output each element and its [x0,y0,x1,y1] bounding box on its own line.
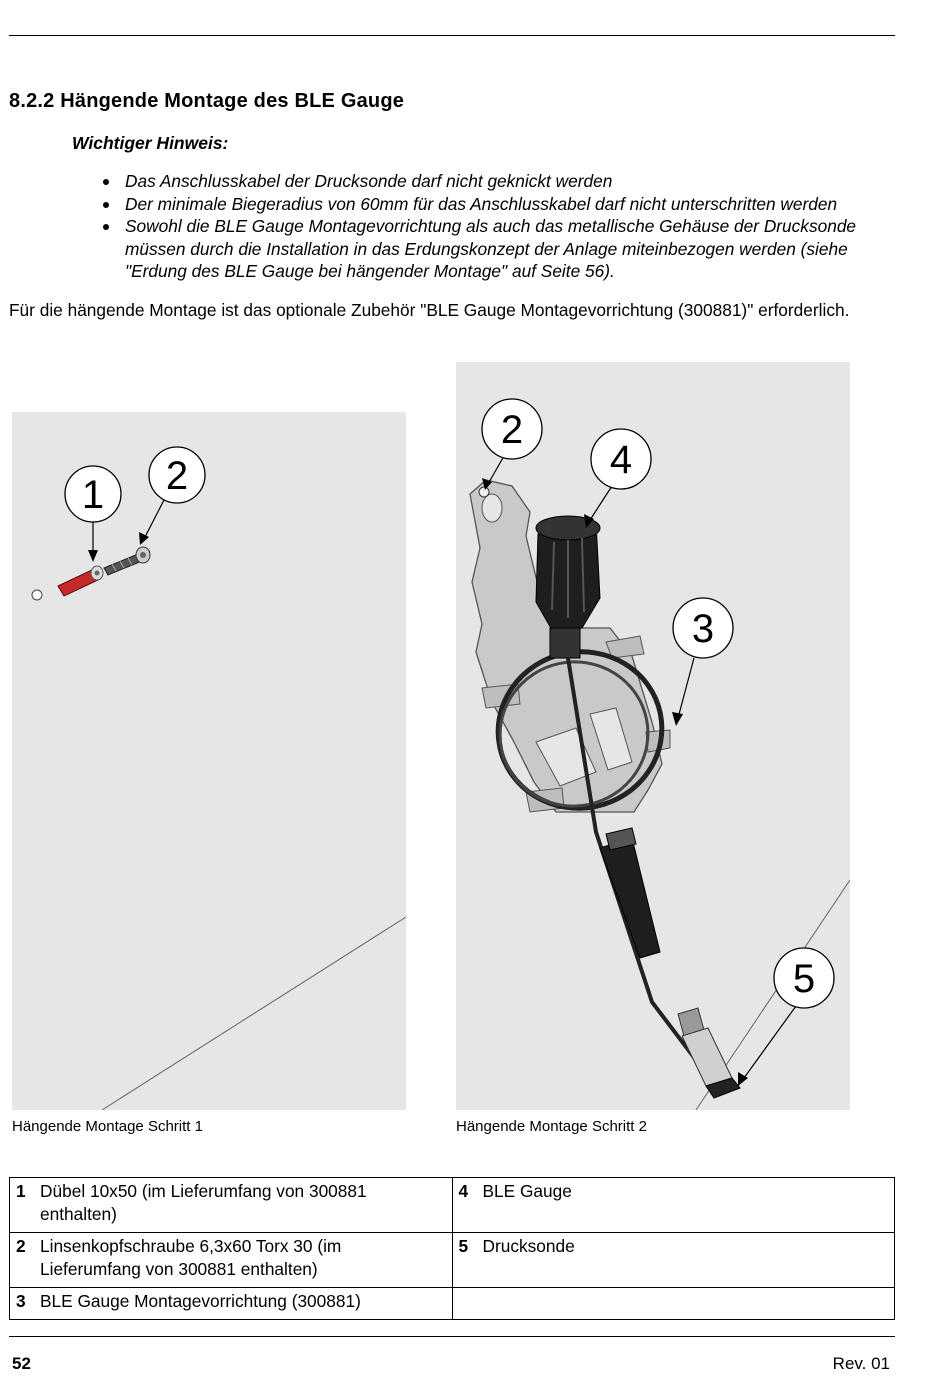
bullet-icon [103,179,109,185]
list-item: Sowohl die BLE Gauge Montagevorrichtung … [100,215,900,283]
probe-cable [566,657,704,1070]
list-item: Der minimale Biegeradius von 60mm für da… [100,193,900,216]
svg-text:3: 3 [692,607,714,651]
footer-rule [9,1336,895,1337]
figure-step-1: 1 2 [12,412,406,1110]
dowel-icon [57,565,104,597]
note-list: Das Anschlusskabel der Drucksonde darf n… [100,170,900,283]
callout-2: 2 [139,446,206,545]
cable-clamp-icon [599,827,661,959]
callout-4: 4 [584,428,652,528]
wall-surface [12,412,406,1110]
svg-text:4: 4 [610,438,632,482]
callout-3: 3 [672,597,734,726]
pressure-probe-icon [677,1007,741,1099]
legend-cell-empty [451,1287,895,1320]
figure-caption-2: Hängende Montage Schritt 2 [456,1118,647,1135]
intro-paragraph: Für die hängende Montage ist das optiona… [9,300,850,320]
callout-1: 1 [64,465,122,562]
figure-step-2: 2 4 3 5 [456,362,850,1110]
svg-text:5: 5 [793,957,815,1001]
svg-text:2: 2 [501,408,523,452]
bullet-icon [103,224,109,230]
svg-text:1: 1 [82,473,104,517]
figure-caption-1: Hängende Montage Schritt 1 [12,1118,203,1135]
list-item: Das Anschlusskabel der Drucksonde darf n… [100,170,900,193]
wall-edge [101,916,406,1110]
screw-icon [103,546,151,576]
svg-text:2: 2 [166,454,188,498]
cable-loop [498,660,650,808]
drill-hole [31,589,43,601]
bullet-icon [103,201,109,208]
revision-label: Rev. 01 [832,1354,890,1373]
page-number: 52 [12,1354,31,1373]
ble-gauge-icon [535,515,601,659]
callout-2: 2 [481,398,543,490]
section-title: 8.2.2 Hängende Montage des BLE Gauge [9,90,405,112]
header-rule [9,35,895,36]
note-title: Wichtiger Hinweis: [72,133,229,153]
callout-5: 5 [738,947,835,1086]
